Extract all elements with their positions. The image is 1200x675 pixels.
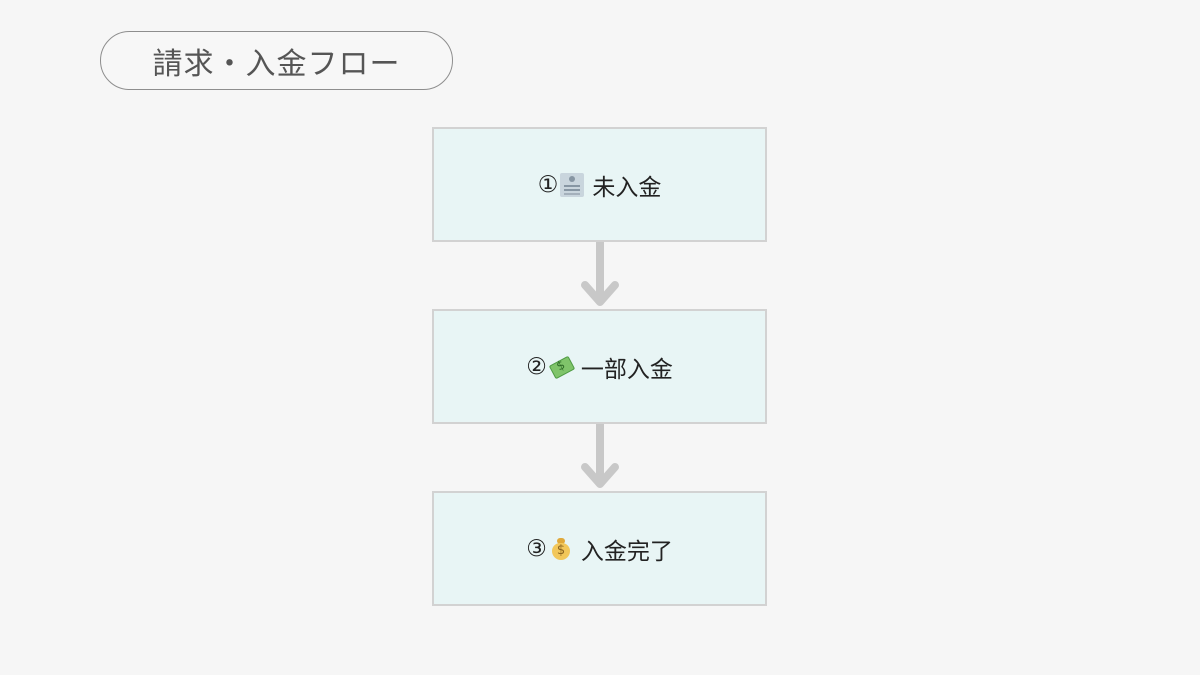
down-arrow-icon — [581, 424, 619, 488]
step-label: 入金完了 — [580, 538, 673, 565]
step-number: ③ — [526, 535, 547, 562]
step-number: ① — [537, 171, 559, 198]
step-label: 未入金 — [592, 174, 662, 201]
step-box-unpaid: ① 未入金 — [432, 127, 767, 242]
receipt-icon — [560, 172, 585, 197]
money-bag-icon — [549, 537, 573, 561]
step-label: 一部入金 — [580, 356, 673, 383]
flow-title-text: 請求・入金フロー — [152, 46, 401, 82]
step-box-payment-complete: ③ 入金完了 — [432, 491, 767, 606]
flying-money-icon — [548, 355, 576, 379]
step-box-partial-payment: ② 一部入金 — [432, 309, 767, 424]
down-arrow-icon — [581, 242, 619, 306]
flow-title: 請求・入金フロー — [100, 31, 453, 90]
step-number: ② — [526, 353, 547, 380]
